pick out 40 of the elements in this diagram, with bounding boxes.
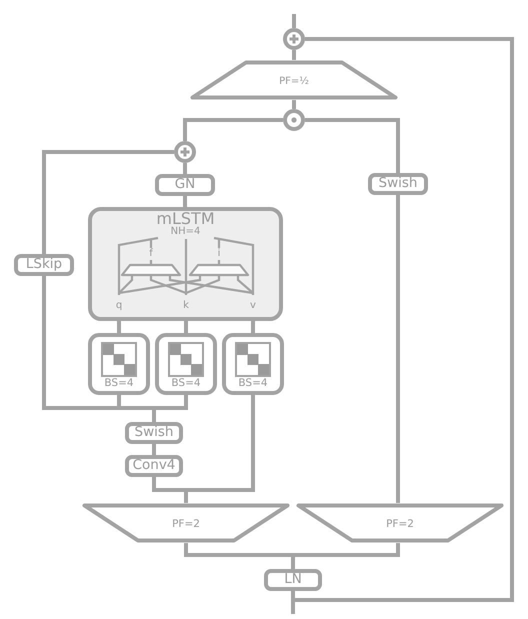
mlstm-cell-panel	[88, 207, 283, 321]
connector-line	[292, 50, 296, 60]
gate-label: f	[149, 249, 153, 259]
connector-line	[183, 163, 187, 174]
connector-line	[184, 321, 188, 333]
layer-box: LN	[264, 569, 322, 591]
connector-line	[152, 444, 156, 455]
connector-line	[183, 118, 283, 141]
projection-block	[155, 333, 217, 395]
layer-box: Swish	[125, 422, 183, 444]
block-size-label: BS=4	[238, 378, 268, 388]
circled-dot-icon	[283, 109, 305, 131]
connector-line	[305, 118, 400, 173]
projection-factor-label: PF=½	[279, 77, 309, 87]
layer-box: LSkip	[14, 254, 74, 276]
connector-line	[42, 150, 174, 254]
connector-line	[291, 37, 514, 614]
layer-box: GN	[155, 174, 215, 196]
projection-block	[88, 333, 150, 395]
layer-box: Conv4	[125, 455, 183, 477]
connector-line	[251, 321, 255, 333]
circled-plus-icon	[283, 28, 305, 50]
vector-label: q	[116, 301, 122, 311]
vector-label: k	[183, 301, 189, 311]
projection-factor-label: PF=2	[172, 519, 200, 530]
vector-label: v	[250, 301, 256, 311]
connector-line	[292, 100, 296, 109]
circled-plus-icon	[174, 141, 196, 163]
head-count-label: NH=4	[170, 227, 200, 237]
projection-factor-label: PF=2	[386, 519, 414, 530]
projection-block	[222, 333, 284, 395]
gate-label: i	[218, 249, 220, 259]
cell-title: mLSTM	[156, 211, 215, 227]
connector-line	[117, 321, 121, 333]
connector-line	[292, 14, 296, 28]
connector-line	[396, 195, 400, 503]
block-size-label: BS=4	[104, 378, 134, 388]
connector-line	[183, 196, 187, 207]
layer-box: Swish	[368, 173, 428, 195]
block-size-label: BS=4	[171, 378, 201, 388]
